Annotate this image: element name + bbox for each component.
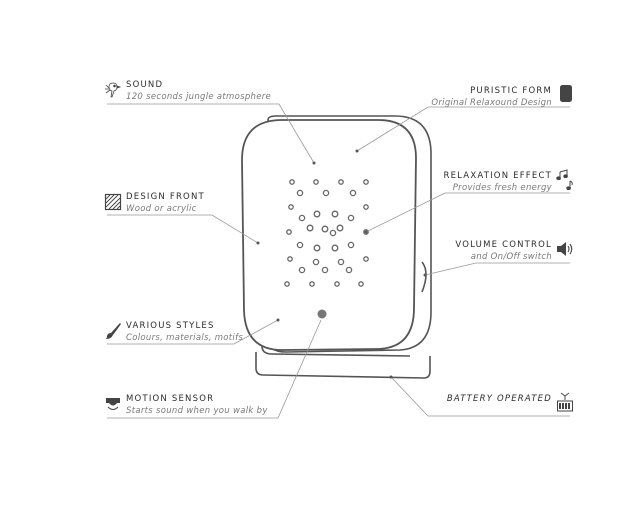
- leader-motion-sensor: [107, 319, 322, 419]
- device-silhouette-icon: [560, 85, 572, 102]
- puristic-form-title: PURISTIC FORM: [470, 86, 552, 96]
- speaker-icon: [557, 242, 573, 256]
- speaker-hole: [347, 214, 355, 222]
- speaker-hole: [313, 210, 321, 218]
- speaker-hole: [284, 281, 290, 287]
- leader-lines: [107, 103, 570, 419]
- label-motion-sensor: MOTION SENSOR Starts sound when you walk…: [126, 394, 268, 417]
- volume-control-title: VOLUME CONTROL: [455, 240, 552, 250]
- music-notes-icon: [556, 169, 573, 191]
- speaker-hole: [347, 241, 355, 249]
- speaker-hole: [363, 256, 369, 262]
- speaker-hole: [345, 266, 353, 274]
- speaker-hole: [329, 229, 337, 237]
- speaker-hole: [331, 210, 339, 218]
- speaker-hole: [358, 281, 364, 287]
- speaker-hole: [363, 229, 369, 235]
- speaker-hole: [289, 179, 295, 185]
- speaker-hole: [286, 229, 292, 235]
- label-various-styles: VARIOUS STYLES Colours, materials, motif…: [126, 321, 243, 344]
- leader-battery-operated: [390, 376, 570, 417]
- speaker-hole: [313, 244, 321, 252]
- sound-title: SOUND: [126, 80, 164, 90]
- label-design-front: DESIGN FRONT Wood or acrylic: [126, 192, 205, 215]
- speaker-hole: [298, 266, 306, 274]
- speaker-hole: [288, 204, 294, 210]
- label-battery-operated: BATTERY OPERATED: [447, 394, 552, 405]
- speaker-hole: [331, 244, 339, 252]
- speaker-hole: [336, 224, 344, 232]
- relaxation-effect-title: RELAXATION EFFECT: [443, 171, 552, 181]
- speaker-hole: [309, 281, 315, 287]
- speaker-hole: [337, 258, 345, 266]
- speaker-hole: [321, 225, 329, 233]
- motion-sensor-subtitle: Starts sound when you walk by: [126, 406, 268, 416]
- speaker-hole: [322, 189, 330, 197]
- label-sound: SOUND 120 seconds jungle atmosphere: [126, 80, 271, 103]
- speaker-hole: [321, 266, 329, 274]
- paintbrush-icon: [106, 323, 121, 339]
- design-front-title: DESIGN FRONT: [126, 192, 205, 202]
- speaker-hole: [296, 189, 304, 197]
- device-front-panel: [241, 119, 417, 351]
- device-base: [255, 345, 431, 379]
- speaker-holes: [284, 179, 369, 287]
- speaker-hole: [338, 179, 344, 185]
- battery-icon: [557, 392, 573, 412]
- hatched-square-icon: [104, 193, 122, 211]
- speaker-hole: [334, 281, 340, 287]
- label-puristic-form: PURISTIC FORM Original Relaxound Design: [431, 86, 552, 109]
- leader-puristic-form: [356, 106, 570, 152]
- sound-subtitle: 120 seconds jungle atmosphere: [126, 92, 272, 102]
- label-volume-control: VOLUME CONTROL and On/Off switch: [455, 240, 552, 263]
- volume-control-subtitle: and On/Off switch: [470, 252, 552, 262]
- speaker-hole: [287, 256, 293, 262]
- parrot-icon: [105, 82, 122, 98]
- speaker-hole: [363, 204, 369, 210]
- leader-sound: [107, 103, 315, 164]
- speaker-hole: [312, 258, 320, 266]
- leader-dots: [256, 149, 427, 379]
- relaxation-effect-subtitle: Provides fresh energy: [452, 183, 552, 193]
- design-front-subtitle: Wood or acrylic: [126, 204, 197, 214]
- puristic-form-subtitle: Original Relaxound Design: [431, 98, 552, 108]
- speaker-hole: [298, 214, 306, 222]
- motion-sensor-title: MOTION SENSOR: [126, 394, 215, 404]
- various-styles-title: VARIOUS STYLES: [126, 321, 215, 331]
- leader-various-styles: [107, 319, 279, 345]
- label-relaxation-effect: RELAXATION EFFECT Provides fresh energy: [444, 171, 553, 194]
- speaker-hole: [313, 179, 319, 185]
- leader-relaxation-effect: [365, 192, 570, 233]
- various-styles-subtitle: Colours, materials, motifs: [126, 333, 244, 343]
- battery-operated-title: BATTERY OPERATED: [446, 394, 552, 404]
- leader-volume-control: [424, 262, 570, 276]
- motion-sensor-icon: [106, 398, 120, 410]
- speaker-hole: [296, 241, 304, 249]
- speaker-hole: [363, 179, 369, 185]
- speaker-hole: [349, 189, 357, 197]
- leader-design-front: [107, 214, 259, 244]
- motion-sensor-dot: [317, 309, 327, 319]
- speaker-hole: [306, 224, 314, 232]
